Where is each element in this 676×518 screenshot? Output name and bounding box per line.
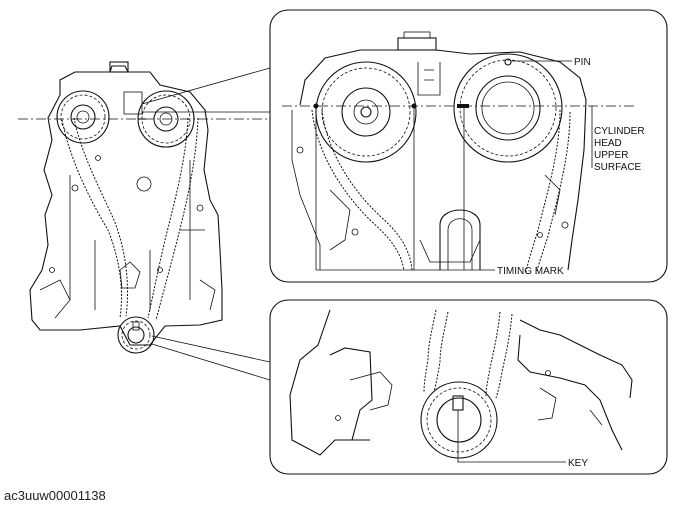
camshaft-detail — [269, 9, 668, 283]
diagram-labels: PIN CYLINDER HEAD UPPER SURFACE TIMING M… — [497, 57, 645, 469]
crankshaft-detail — [269, 299, 668, 475]
timing-mark-label: TIMING MARK — [497, 266, 564, 277]
figure-id: ac3uuw00001138 — [4, 488, 106, 503]
engine-front-view — [18, 61, 270, 354]
cylinder-head-label-line1: CYLINDER — [594, 126, 645, 137]
callout-leaders — [141, 67, 271, 381]
cylinder-head-label-line4: SURFACE — [594, 162, 642, 173]
cylinder-head-label-line3: UPPER — [594, 150, 628, 161]
pin-label: PIN — [574, 57, 591, 68]
key-label: KEY — [568, 458, 588, 469]
cylinder-head-label-line2: HEAD — [594, 138, 622, 149]
